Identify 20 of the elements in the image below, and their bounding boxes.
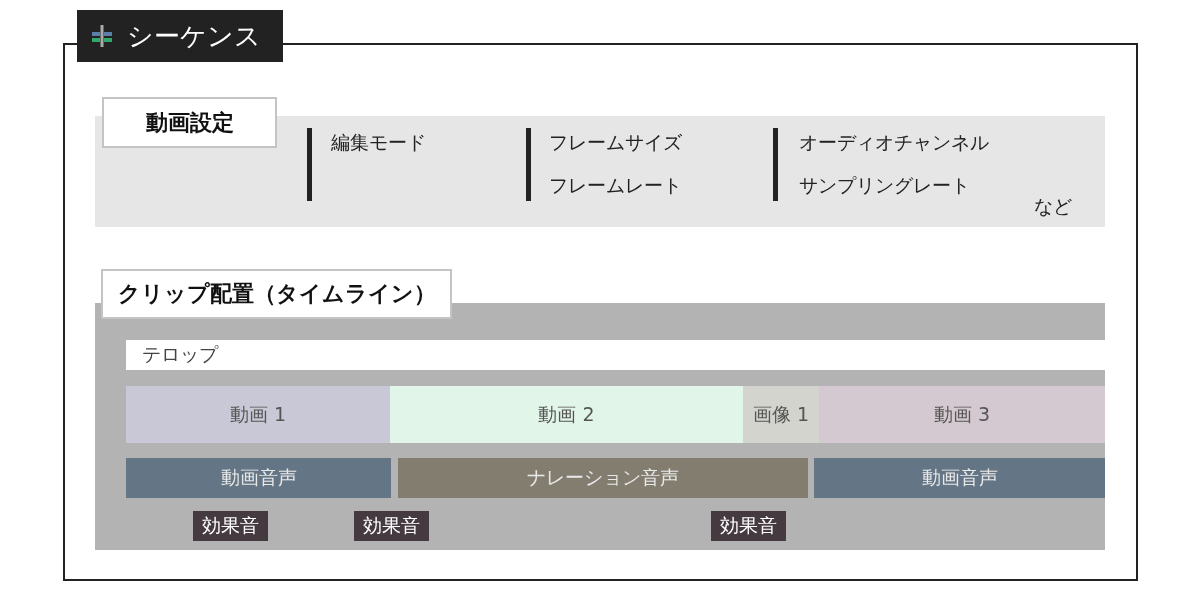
panel-title: クリップ配置（タイムライン） [101, 269, 452, 319]
image-clip: 画像 1 [743, 386, 819, 443]
audio-clip: ナレーション音声 [398, 458, 808, 498]
audio-clip: 動画音声 [814, 458, 1105, 498]
note-text: など [1034, 194, 1072, 219]
video-clip: 動画 3 [819, 386, 1105, 443]
tab-title: シーケンス [127, 19, 261, 53]
sound-effect-tag: 効果音 [711, 511, 786, 541]
panel-title: 動画設定 [102, 97, 277, 148]
setting-item: フレームレート [549, 173, 682, 198]
sound-effect-tag: 効果音 [354, 511, 429, 541]
audio-clip: 動画音声 [126, 458, 391, 498]
video-clip: 動画 1 [126, 386, 390, 443]
caption-track: テロップ [126, 340, 1105, 370]
setting-item: サンプリングレート [799, 173, 970, 198]
sound-effect-tag: 効果音 [193, 511, 268, 541]
setting-item: オーディオチャンネル [799, 130, 989, 155]
setting-item: 編集モード [331, 130, 426, 155]
setting-item: フレームサイズ [549, 130, 682, 155]
video-clip: 動画 2 [390, 386, 743, 443]
